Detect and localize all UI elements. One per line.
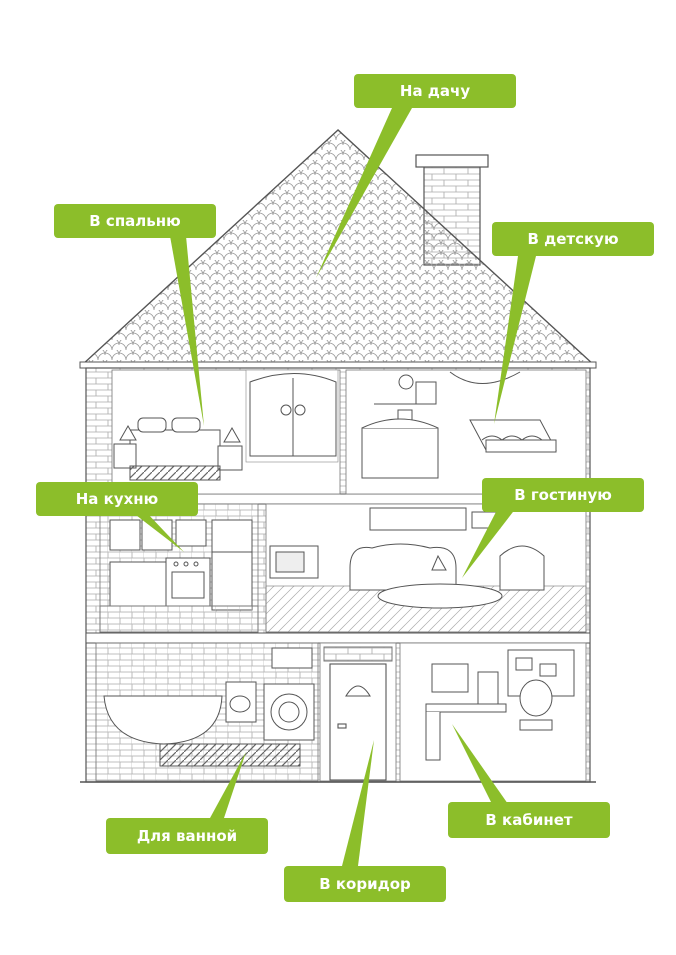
label-bedroom[interactable]: В спальню — [54, 204, 216, 238]
pointer-living — [462, 508, 516, 578]
pointer-bedroom — [170, 236, 204, 426]
nursery-room — [345, 369, 587, 495]
label-dacha[interactable]: На дачу — [354, 74, 516, 108]
pointer-dacha — [316, 108, 412, 278]
label-living-room[interactable]: В гостиную — [482, 478, 644, 512]
pointer-bathroom — [210, 752, 246, 818]
pointer-kitchen — [132, 512, 184, 552]
living-room — [265, 503, 587, 633]
label-bathroom[interactable]: Для ванной — [106, 818, 268, 854]
callout-pointers — [132, 108, 536, 866]
bathroom-room — [95, 642, 319, 782]
pointer-nursery — [494, 256, 536, 424]
corridor-room — [319, 642, 397, 782]
study-room — [399, 642, 587, 782]
label-nursery[interactable]: В детскую — [492, 222, 654, 256]
label-kitchen[interactable]: На кухню — [36, 482, 198, 516]
pointer-study — [452, 724, 508, 804]
kitchen-room — [99, 503, 259, 633]
label-study[interactable]: В кабинет — [448, 802, 610, 838]
label-corridor[interactable]: В коридор — [284, 866, 446, 902]
bedroom-room — [111, 369, 341, 495]
pointer-corridor — [342, 740, 374, 866]
